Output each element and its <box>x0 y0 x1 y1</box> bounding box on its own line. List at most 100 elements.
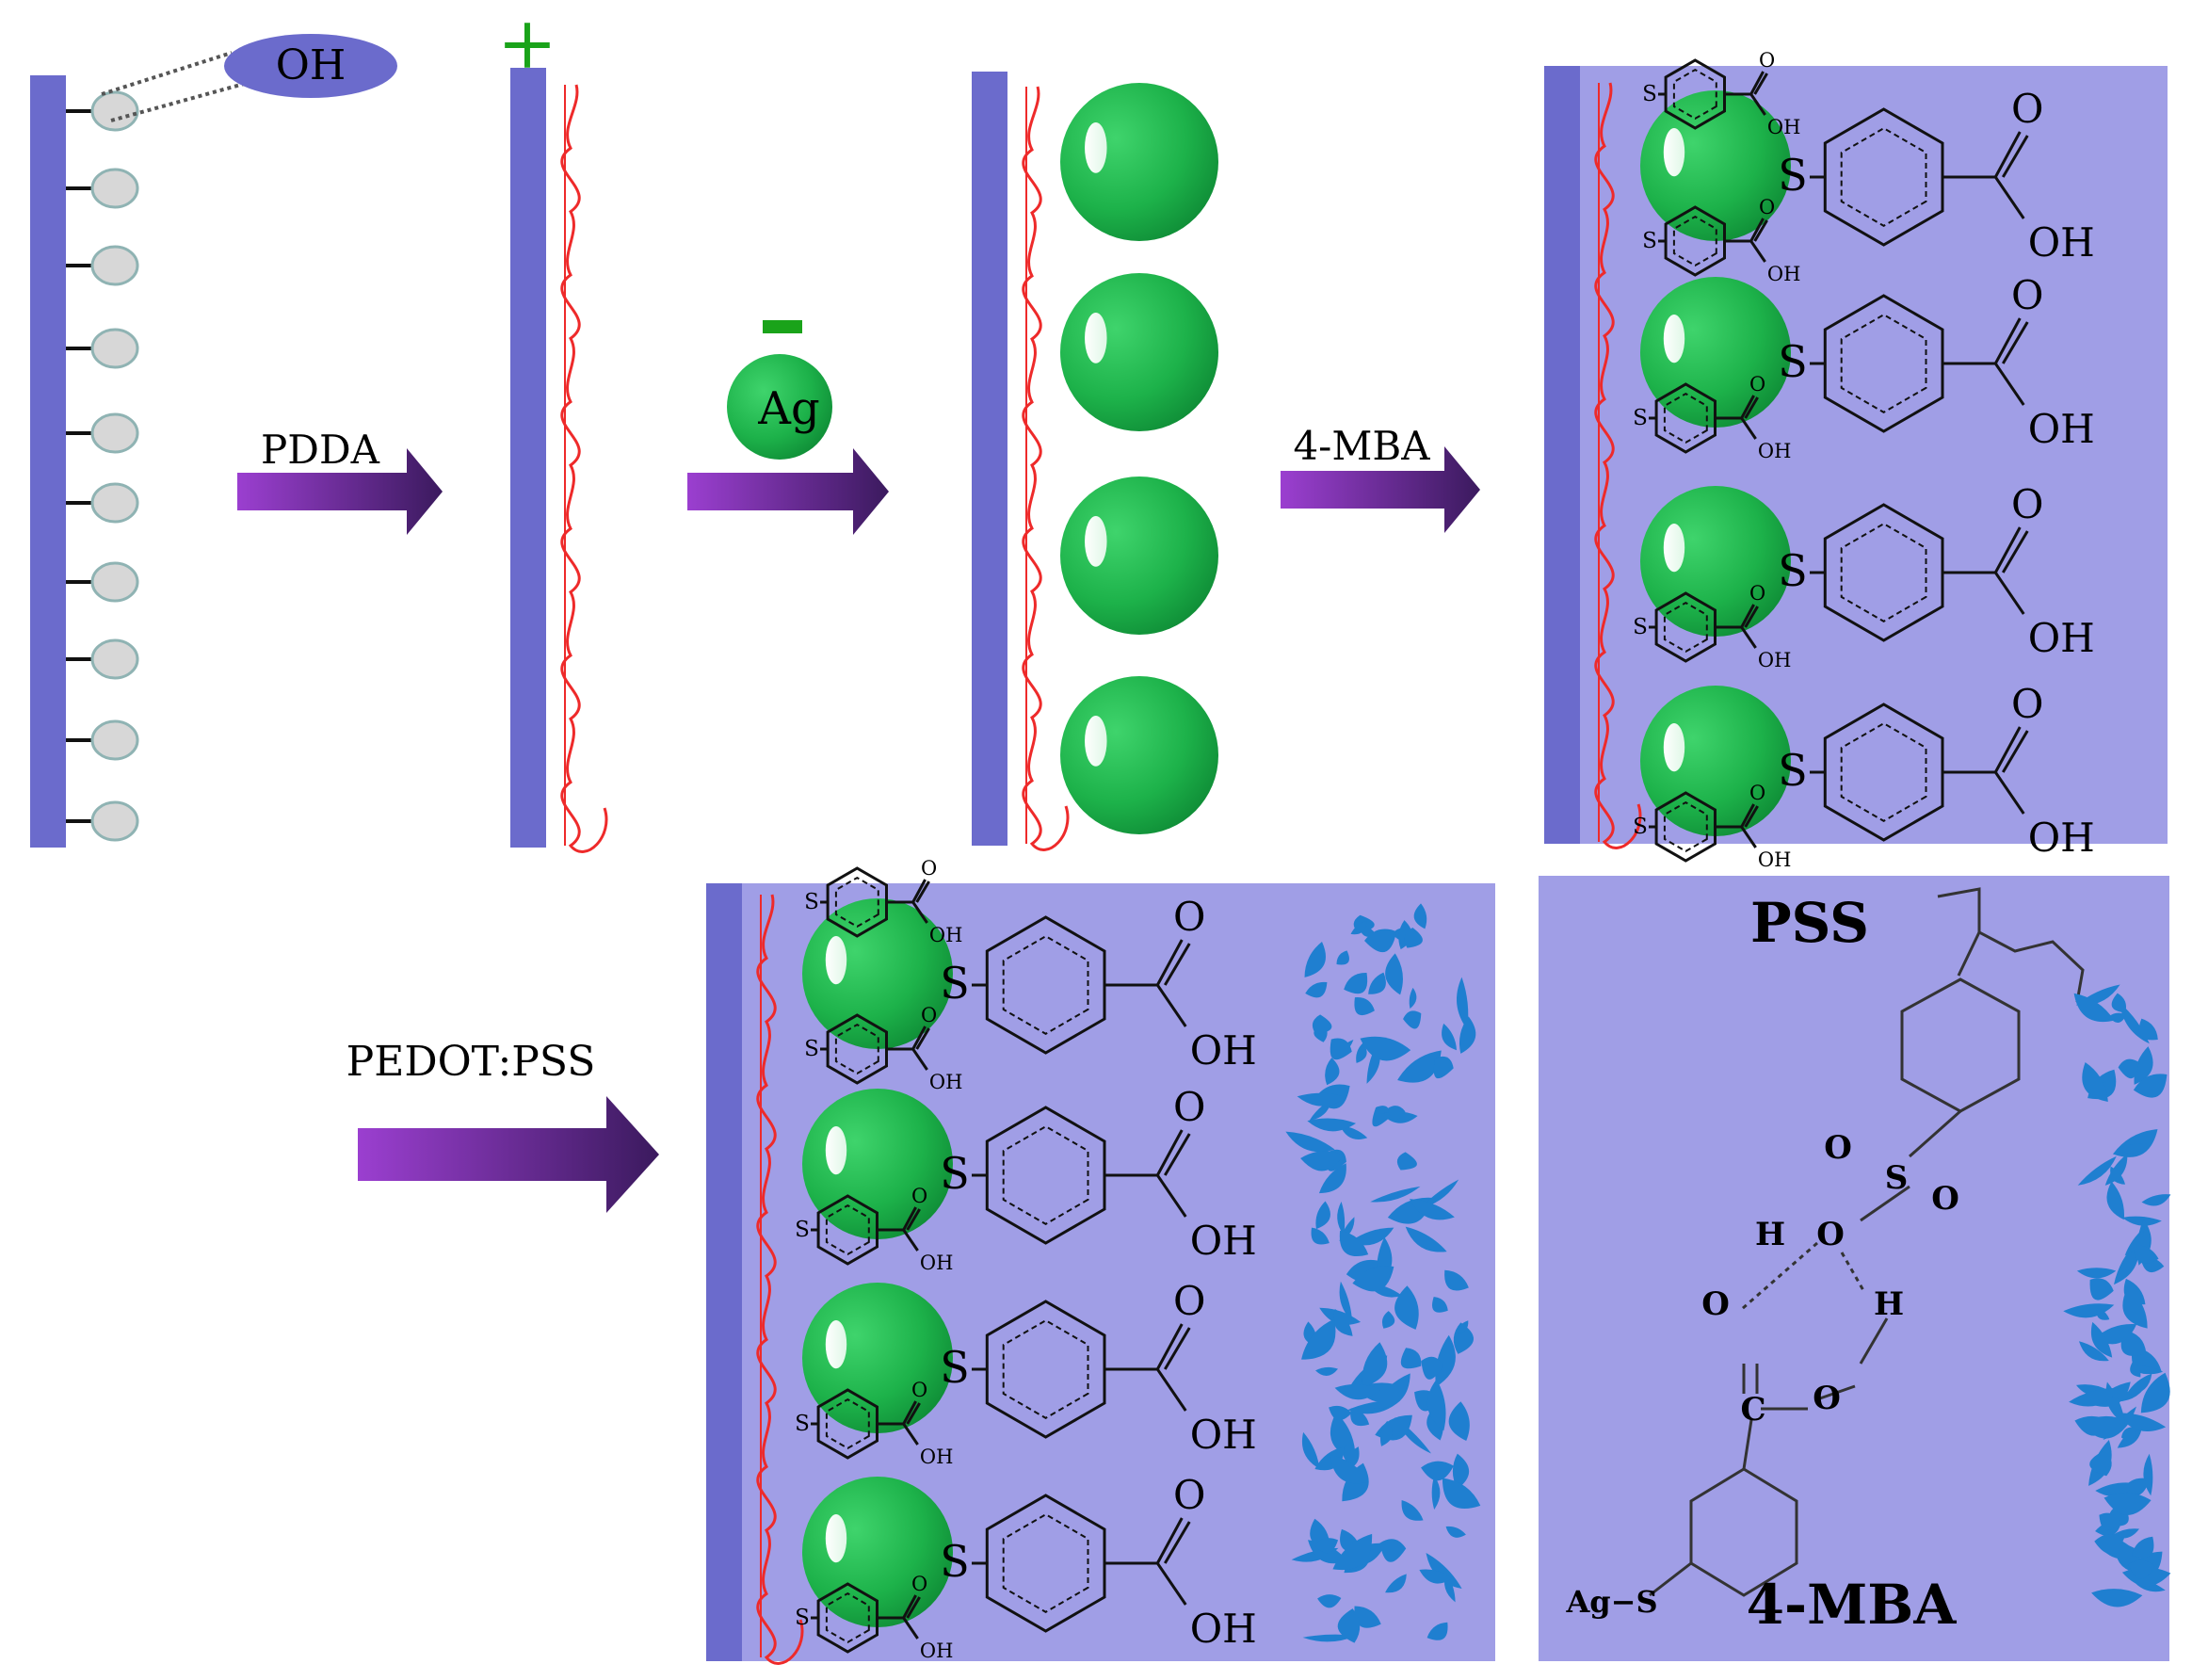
pss-flake <box>2095 1482 2137 1497</box>
pss-flake <box>1370 1186 1421 1203</box>
pss-flake <box>1332 1533 1373 1571</box>
bond <box>1994 176 2025 219</box>
pss-flakes <box>2063 984 2171 1607</box>
benzene-ring <box>1823 503 1944 642</box>
benzene-ring <box>816 1582 878 1654</box>
arrow-pedot: PEDOT:PSS <box>347 1038 659 1213</box>
bond-dotted <box>101 51 233 96</box>
silver-particle <box>1060 477 1218 635</box>
pss-flake <box>1339 1230 1369 1256</box>
oh-sites <box>66 90 139 842</box>
silver-particle <box>727 354 832 460</box>
bond <box>902 1594 917 1619</box>
carbonyl-label: O <box>921 1004 937 1026</box>
acid-label: OH <box>2028 815 2095 861</box>
pss-flake <box>2106 1181 2124 1220</box>
benzene-ring <box>1823 107 1944 247</box>
bond <box>1163 1133 1191 1176</box>
pedot-step-label: PEDOT:PSS <box>347 1038 596 1086</box>
acid-label: OH <box>920 1252 954 1274</box>
thiol-atom: S <box>1778 150 1808 201</box>
bond <box>902 1229 919 1252</box>
bond <box>1740 803 1755 828</box>
pss-flake <box>1302 1634 1357 1642</box>
pss-flake <box>2114 1240 2139 1285</box>
atom-label: H <box>1755 1216 1785 1253</box>
thiol-atom: S <box>1633 815 1648 839</box>
aromatic-ring <box>1672 68 1717 121</box>
pdda-chain <box>1594 82 1642 849</box>
pss-flake <box>1426 1379 1446 1431</box>
pss-flake <box>1409 987 1417 1010</box>
pss-flake <box>1442 1478 1481 1510</box>
pss-flake <box>2077 1155 2117 1186</box>
pss-flake <box>1413 903 1427 929</box>
bond <box>1993 131 2022 178</box>
carbonyl-label: O <box>1173 1278 1205 1324</box>
pss-flake <box>1445 1526 1466 1538</box>
pss-flakes <box>1285 903 1481 1643</box>
pss-flake <box>1379 1539 1407 1562</box>
pss-flake <box>1285 1131 1335 1153</box>
substrate-bar <box>510 68 546 848</box>
carbonyl-label: O <box>1749 782 1765 804</box>
benzene-ring <box>1654 791 1717 863</box>
acid-label: OH <box>2028 219 2095 266</box>
bond <box>1740 826 1757 848</box>
bond <box>1156 1562 1187 1606</box>
hydroxyl-ellipse <box>224 34 397 98</box>
benzene-ring <box>1654 591 1717 663</box>
substrate-bar <box>1544 66 1580 844</box>
pss-flake <box>1334 1383 1381 1400</box>
pss-flake <box>2082 1062 2108 1102</box>
pss-flake <box>2141 1194 2171 1206</box>
pss-flake <box>2073 993 2115 1022</box>
pss-flake <box>1435 1334 1456 1387</box>
carbonyl-label: O <box>1759 49 1775 72</box>
pss-flake <box>2122 1287 2148 1329</box>
pss-flake <box>2089 1278 2114 1300</box>
pss-flake <box>2099 1512 2120 1530</box>
pss-flake <box>1315 1366 1339 1377</box>
pss-flake <box>2091 1589 2143 1607</box>
silver-particle <box>802 898 953 1049</box>
aromatic-ring <box>1002 1513 1089 1613</box>
pdda-chain <box>756 894 804 1665</box>
bond <box>902 1206 917 1231</box>
bond <box>1744 396 1759 419</box>
pss-flake <box>1455 1320 1469 1333</box>
arrow-shape <box>358 1096 659 1213</box>
benzene-ring <box>826 1013 888 1085</box>
aromatic-ring <box>834 1023 879 1075</box>
pss-flake <box>2140 1372 2170 1413</box>
atom-label: C <box>1740 1391 1765 1429</box>
pdda-chain <box>1022 86 1070 851</box>
pss-flake <box>1314 1538 1339 1554</box>
pss-flake <box>1420 1179 1459 1209</box>
thiol-atom: S <box>804 890 819 914</box>
pss-flake <box>2063 1303 2115 1318</box>
pss-flake <box>1382 1311 1395 1329</box>
acid-label: OH <box>1758 649 1792 671</box>
carbonyl-label: O <box>2011 681 2043 727</box>
pss-flake <box>1300 1151 1344 1171</box>
oh-site <box>90 90 139 132</box>
oh-site <box>90 168 139 209</box>
bond <box>1163 1521 1191 1564</box>
pdda-chain <box>560 84 608 853</box>
pss-flake <box>1318 1163 1346 1194</box>
pss-flake <box>1352 1266 1394 1292</box>
pss-flake <box>1400 1348 1422 1369</box>
pss-flake <box>1307 1118 1357 1132</box>
pss-flake <box>1350 1408 1370 1427</box>
pss-flake <box>1360 1036 1411 1061</box>
pss-flake <box>1379 1420 1394 1446</box>
particle-highlight <box>825 936 847 985</box>
benzene-ring <box>816 1388 878 1460</box>
aromatic-ring <box>1672 215 1717 267</box>
pss-flake <box>2116 1143 2148 1154</box>
pss-flake <box>1385 1574 1407 1593</box>
pss-flake <box>1339 1281 1353 1322</box>
pss-flake <box>2126 1373 2152 1395</box>
bond <box>1155 1323 1184 1370</box>
